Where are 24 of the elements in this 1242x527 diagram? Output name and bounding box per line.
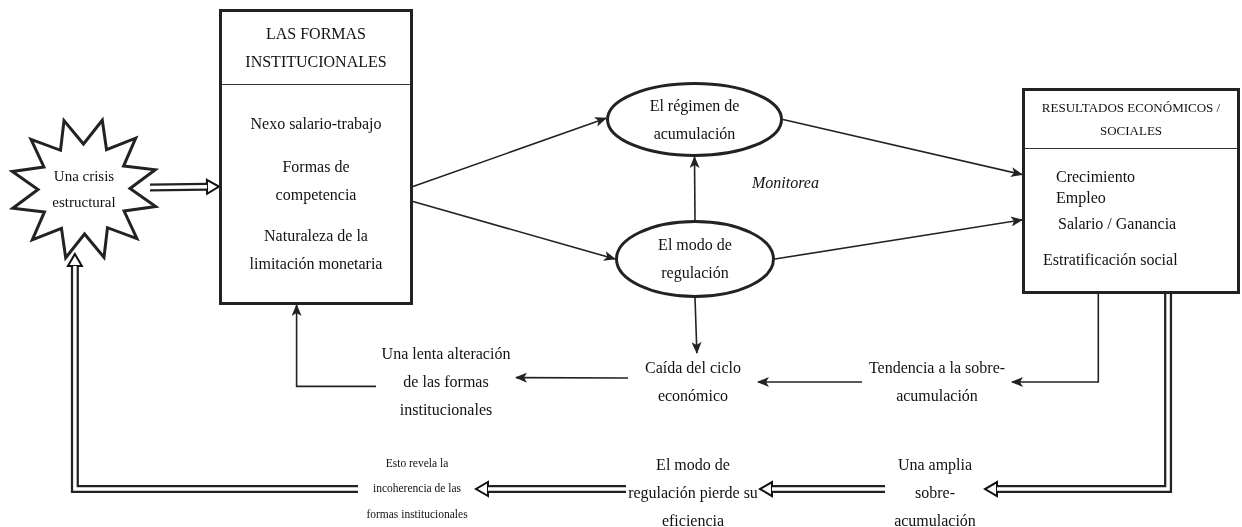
flow-text: Esto revela la incoherencia de las formas institucionales [358, 449, 476, 527]
box-heading: LAS FORMAS INSTITUCIONALES [222, 12, 410, 85]
node-label: Una crisis estructural [51, 166, 117, 212]
list-item: Naturaleza de la limitación monetaria [248, 226, 384, 274]
node-label: El régimen de acumulación [648, 95, 741, 144]
node-label: El modo de regulación [657, 235, 733, 284]
starburst-shape [8, 116, 160, 262]
list-item: Crecimiento [1056, 168, 1136, 186]
list-item: Estratificación social [1043, 251, 1178, 269]
flow-text: Tendencia a la sobre-acumulación [862, 353, 1012, 411]
ellipse-node [615, 220, 775, 298]
list-item: Empleo [1056, 189, 1106, 207]
flow-text: Caída del ciclo económico [628, 353, 758, 411]
list-item: Formas de competencia [274, 157, 358, 206]
content-box [219, 9, 413, 305]
flow-text: Una lenta alteración de las formas institucionales [376, 338, 516, 426]
ellipse-node [606, 82, 783, 157]
box-heading: RESULTADOS ECONÓMICOS / SOCIALES [1025, 91, 1237, 149]
flow-text: Una amplia sobre-acumulación [885, 458, 985, 527]
list-item: Salario / Ganancia [1058, 215, 1177, 233]
flow-text: El modo de regulación pierde su eficiencia [626, 458, 760, 527]
list-item: Nexo salario-trabajo [249, 114, 383, 135]
content-box [1022, 88, 1240, 294]
annotation-text: Monitorea [752, 174, 819, 192]
